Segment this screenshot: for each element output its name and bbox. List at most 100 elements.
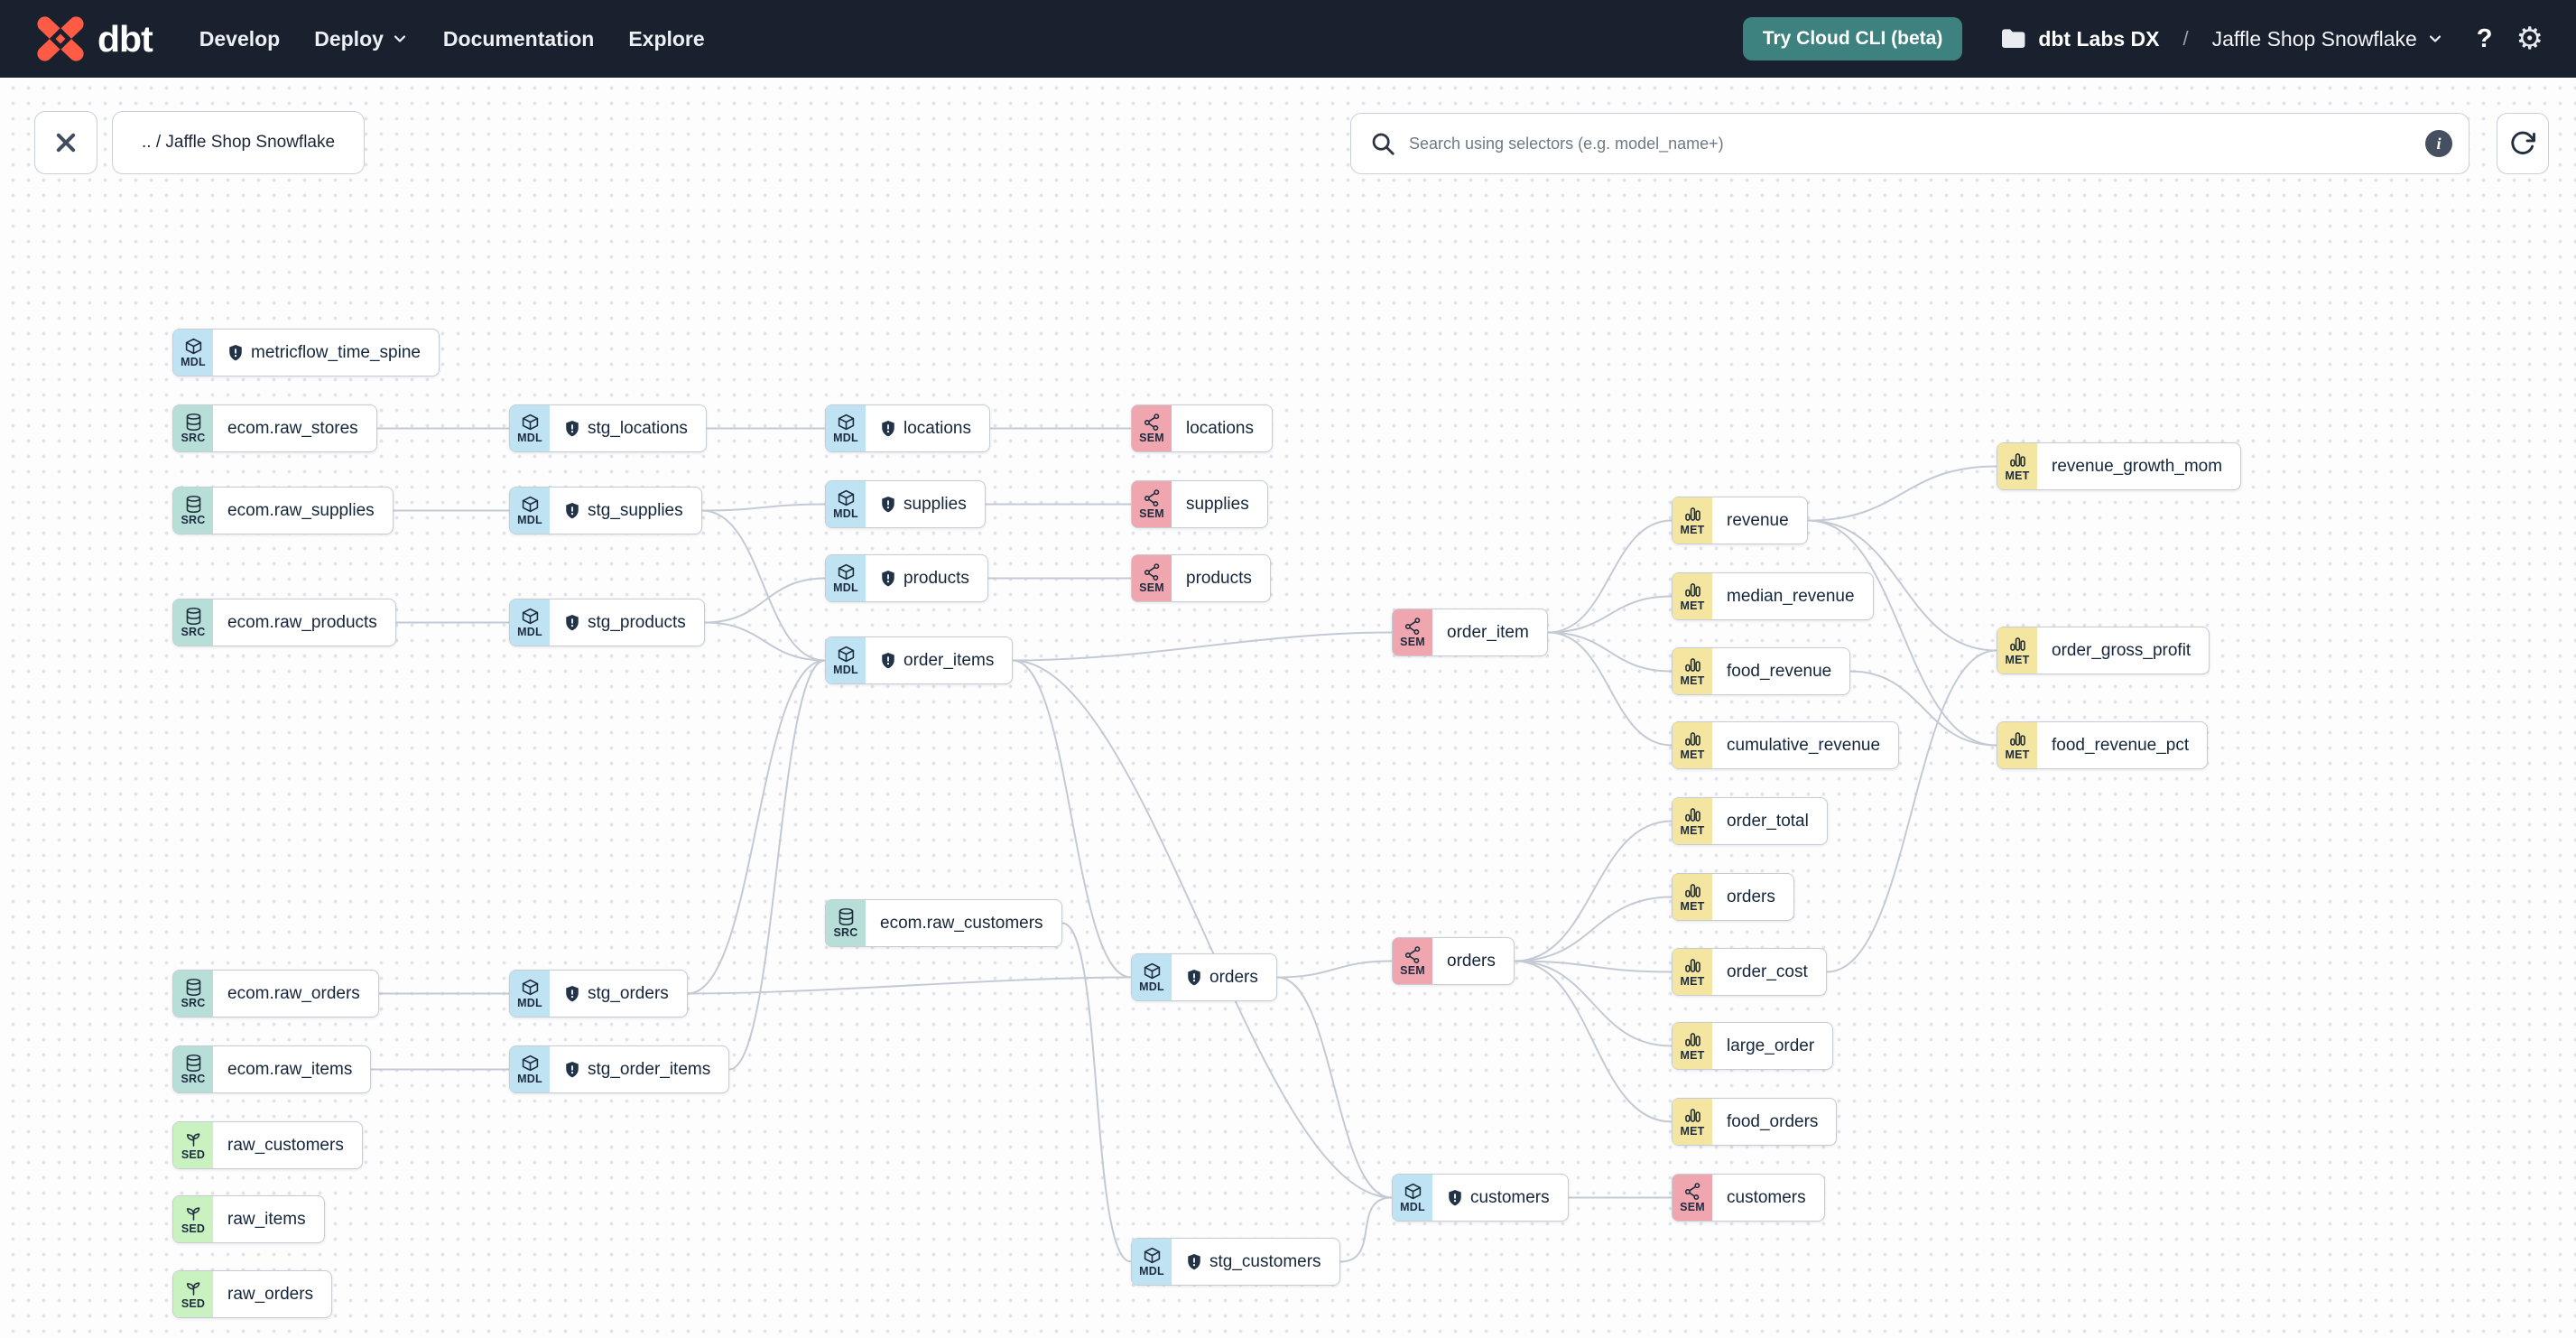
breadcrumb-separator: / [2182, 27, 2189, 50]
account-selector[interactable]: dbt Labs DX [2000, 26, 2160, 51]
dbt-logo[interactable]: dbt [32, 14, 153, 64]
lineage-edge-met_revenue-to-met_order_gross_profit [1807, 519, 1997, 652]
graph-node-metric-order_cost[interactable]: MET order_cost [1672, 948, 1827, 996]
graph-node-source-ecom.raw_stores[interactable]: SRC ecom.raw_stores [172, 404, 377, 452]
settings-gear-icon[interactable]: ⚙ [2516, 22, 2544, 56]
search-input[interactable] [1407, 133, 2425, 154]
metric-badge: MET [1673, 949, 1712, 995]
semantic-model-icon [1143, 488, 1162, 507]
node-label: order_item [1447, 622, 1529, 642]
node-type-label: MDL [517, 626, 542, 639]
node-label: ecom.raw_stores [227, 418, 358, 438]
model-badge: MDL [510, 488, 550, 534]
node-type-label: MDL [181, 356, 206, 369]
lineage-edge-mdl_stg_products-to-mdl_products [704, 577, 826, 624]
node-type-label: SRC [833, 926, 858, 940]
model-icon [1143, 1246, 1162, 1265]
node-label: supplies [866, 481, 985, 527]
node-label: order_items [866, 637, 1012, 683]
nav-deploy[interactable]: Deploy [314, 27, 409, 51]
model-icon [184, 337, 203, 356]
source-badge: SRC [173, 405, 213, 451]
nav-documentation[interactable]: Documentation [442, 26, 595, 51]
help-icon[interactable]: ? [2476, 23, 2493, 53]
try-cloud-cli-button[interactable]: Try Cloud CLI (beta) [1742, 17, 1963, 60]
graph-node-model-stg_products[interactable]: MDL stg_products [509, 599, 705, 646]
contract-shield-icon [1188, 969, 1200, 985]
source-badge: SRC [173, 971, 213, 1017]
node-label: order_total [1727, 811, 1809, 831]
seed-icon [184, 1129, 203, 1148]
model-icon [1404, 1182, 1422, 1201]
node-type-label: SEM [1139, 432, 1164, 445]
breadcrumb[interactable]: .. / Jaffle Shop Snowflake [112, 111, 366, 174]
lineage-edge-mdl_stg_supplies-to-mdl_order_items [701, 509, 826, 662]
node-type-label: MET [1680, 900, 1705, 914]
model-badge: MDL [510, 599, 550, 646]
contract-shield-icon [882, 652, 894, 668]
contract-shield-icon [882, 420, 894, 436]
node-label: raw_items [227, 1209, 306, 1229]
metric-icon [1683, 1030, 1702, 1049]
lineage-edge-mdl_stg_orders-to-mdl_order_items [687, 659, 826, 995]
info-icon[interactable]: i [2425, 130, 2452, 157]
refresh-button[interactable] [2497, 113, 2549, 174]
nav-develop[interactable]: Develop [199, 26, 281, 51]
refresh-icon [2511, 131, 2535, 154]
lineage-edge-sem_orders-to-met_order_total [1514, 820, 1673, 962]
source-badge: SRC [173, 599, 213, 646]
nav-explore[interactable]: Explore [628, 26, 705, 51]
node-label: stg_products [550, 599, 704, 646]
org-name: dbt Labs DX [2038, 26, 2160, 51]
node-label: order_cost [1727, 962, 1808, 981]
close-button[interactable] [34, 111, 97, 174]
node-label: ecom.raw_supplies [227, 500, 375, 520]
project-selector[interactable]: Jaffle Shop Snowflake [2212, 27, 2444, 51]
lineage-edge-met_revenue-to-met_food_revenue_pct [1807, 519, 1997, 747]
metric-icon [1683, 581, 1702, 599]
metric-icon [1683, 805, 1702, 824]
node-label: revenue_growth_mom [2052, 456, 2223, 476]
metric-badge: MET [1673, 573, 1712, 619]
node-label: orders [1172, 954, 1276, 1000]
model-badge: MDL [1132, 1239, 1172, 1285]
